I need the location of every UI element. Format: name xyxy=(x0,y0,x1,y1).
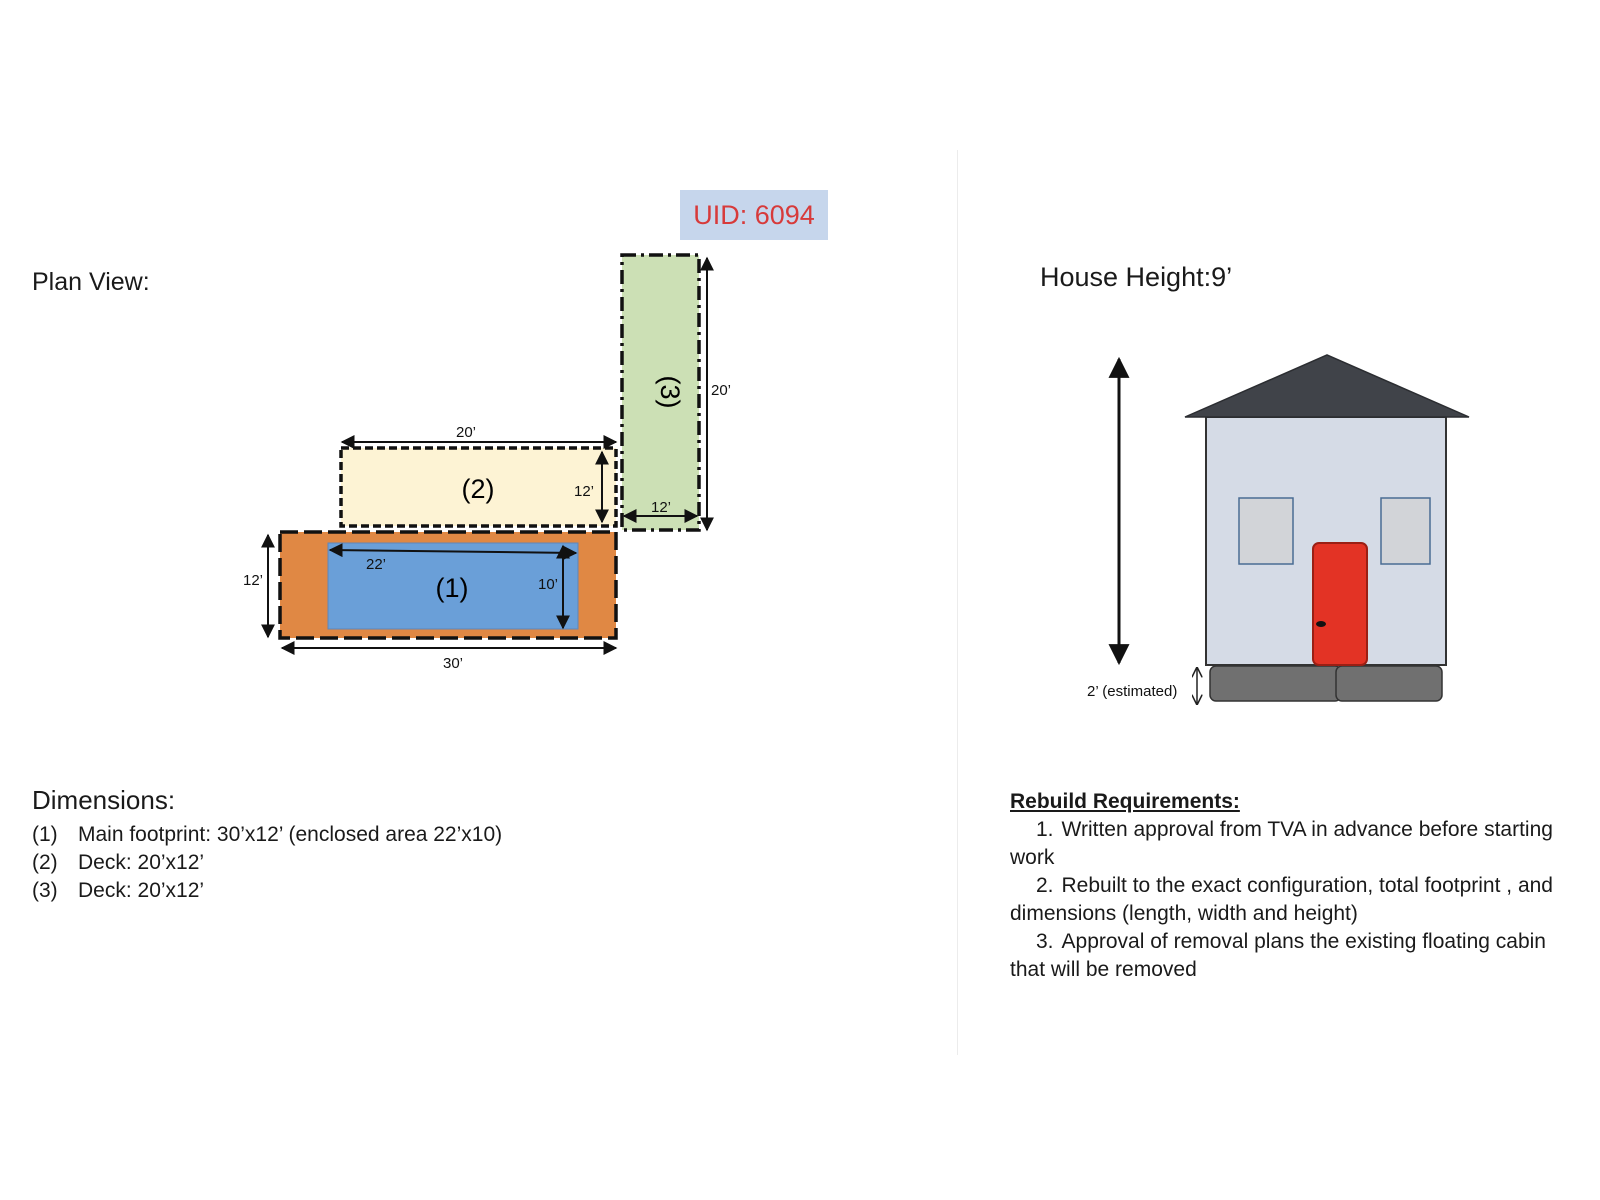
deck-2-width-label: 20’ xyxy=(456,424,476,441)
dimensions-list: (1) Main footprint: 30’x12’ (enclosed ar… xyxy=(32,821,502,905)
deck-3-label: (3) xyxy=(655,376,685,409)
enclosed-width-label: 22’ xyxy=(366,556,386,573)
foundation-height-label: 2’ (estimated) xyxy=(1087,683,1177,700)
deck-2-area: (2) xyxy=(339,446,618,528)
house-illustration xyxy=(1184,354,1470,702)
door-knob xyxy=(1316,621,1326,627)
foundation-left xyxy=(1209,665,1342,702)
main-footprint-label: (1) xyxy=(436,573,469,603)
window-right xyxy=(1380,497,1431,565)
requirement-number: 1. xyxy=(1036,818,1054,841)
front-door xyxy=(1312,542,1368,666)
uid-badge: UID: 6094 xyxy=(680,190,828,240)
main-height-label: 12’ xyxy=(243,572,263,589)
requirement-text: Rebuilt to the exact configuration, tota… xyxy=(1010,874,1553,925)
deck-2-height-label: 12’ xyxy=(574,483,594,500)
main-footprint-area: (1) xyxy=(278,530,618,640)
requirement-item: 2.Rebuilt to the exact configuration, to… xyxy=(1010,872,1585,928)
requirement-text: Written approval from TVA in advance bef… xyxy=(1010,818,1553,869)
house-height-label: House Height:9’ xyxy=(1040,262,1233,292)
requirement-number: 3. xyxy=(1036,930,1054,953)
enclosed-width-arrow xyxy=(328,543,578,560)
deck-3-length-label: 20’ xyxy=(711,382,731,399)
window-left xyxy=(1238,497,1294,565)
requirement-item: 1.Written approval from TVA in advance b… xyxy=(1010,816,1585,872)
dimensions-title: Dimensions: xyxy=(32,785,176,815)
deck-2-label: (2) xyxy=(462,474,495,504)
main-width-label: 30’ xyxy=(443,655,463,672)
rebuild-heading: Rebuild Requirements: xyxy=(1010,790,1240,813)
deck-3-area: (3) xyxy=(620,253,701,532)
requirement-item: 3.Approval of removal plans the existing… xyxy=(1010,928,1585,984)
requirement-number: 2. xyxy=(1036,874,1054,897)
dimension-item-number: (3) xyxy=(32,879,58,902)
plan-view-title: Plan View: xyxy=(32,268,150,296)
dimension-item: (3) Deck: 20’x12’ xyxy=(32,877,502,905)
dimension-item: (1) Main footprint: 30’x12’ (enclosed ar… xyxy=(32,821,502,849)
dimension-item: (2) Deck: 20’x12’ xyxy=(32,849,502,877)
rebuild-requirements: Rebuild Requirements: 1.Written approval… xyxy=(1010,788,1585,984)
dimension-item-text: Deck: 20’x12’ xyxy=(78,879,205,902)
dimension-item-text: Deck: 20’x12’ xyxy=(78,851,205,874)
deck-3-width-label: 12’ xyxy=(651,499,671,516)
dimension-item-number: (1) xyxy=(32,823,58,846)
dimension-item-number: (2) xyxy=(32,851,58,874)
column-divider xyxy=(957,150,958,1055)
requirement-text: Approval of removal plans the existing f… xyxy=(1010,930,1546,981)
enclosed-height-label: 10’ xyxy=(538,576,558,593)
foundation-right xyxy=(1335,665,1443,702)
house-roof xyxy=(1184,354,1470,418)
dimension-item-text: Main footprint: 30’x12’ (enclosed area 2… xyxy=(78,823,503,846)
